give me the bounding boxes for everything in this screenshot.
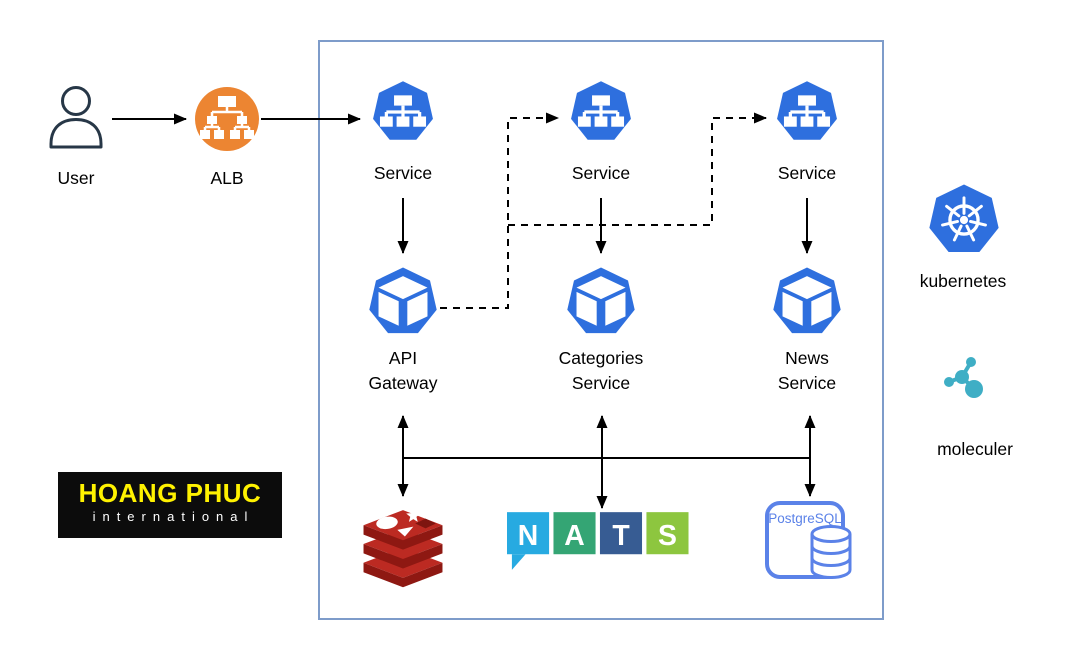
hoang-phuc-logo-subtitle: international [92,509,255,524]
redis-icon [363,508,443,588]
k8s-pod-icon-news [771,266,843,338]
kubernetes-cluster-boundary [318,40,884,620]
k8s-pod-icon-categories [565,266,637,338]
user-label: User [57,168,95,188]
k8s-service-icon-2 [569,80,633,144]
k8s-pod-icon-api-gateway [367,266,439,338]
user-icon [49,86,103,149]
api-gateway-label: API Gateway [368,348,438,393]
alb-label: ALB [210,168,244,188]
nats-letter-s: S [658,520,677,552]
nats-speech-tail [511,554,526,570]
service-1-label: Service [373,163,433,183]
moleculer-label: moleculer [937,439,1013,459]
hoang-phuc-logo: HOANG PHUC international [58,472,282,538]
hoang-phuc-logo-title: HOANG PHUC [78,478,262,508]
postgresql-label: PostgreSQL [768,511,842,526]
nats-letter-n: N [518,520,538,552]
postgresql-icon: PostgreSQL [765,501,852,579]
service-3-label: Service [777,163,837,183]
alb-load-balancer-icon [195,87,259,151]
nats-letter-a: A [564,520,584,552]
nats-logo: N A T S [507,512,689,570]
news-service-label: News Service [777,348,837,393]
nats-letter-t: T [612,520,630,552]
kubernetes-helm-wheel-icon [927,183,1001,257]
kubernetes-label: kubernetes [919,271,1007,291]
service-2-label: Service [571,163,631,183]
k8s-service-icon-1 [371,80,435,144]
moleculer-molecule-icon [944,357,983,398]
k8s-service-icon-3 [775,80,839,144]
categories-service-label: Categories Service [558,348,644,393]
